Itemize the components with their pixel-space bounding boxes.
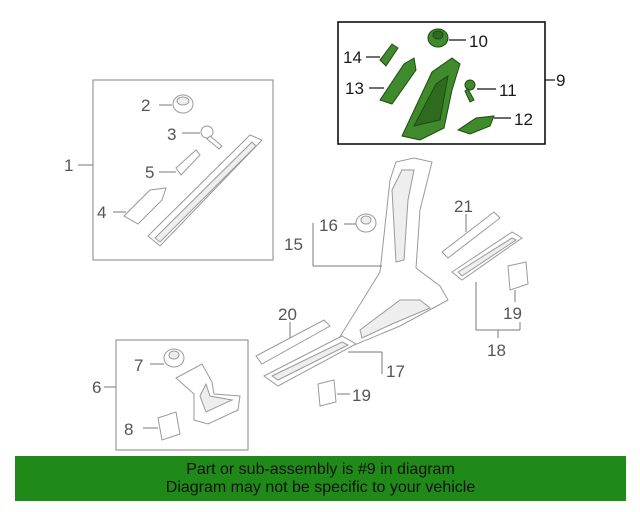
- callout-5: 5: [145, 163, 154, 182]
- part-5-clip: [159, 149, 201, 176]
- callout-11: 11: [499, 81, 517, 100]
- part-8-clip: [157, 411, 181, 441]
- info-banner: Part or sub-assembly is #9 in diagram Di…: [15, 456, 626, 501]
- callout-12: 12: [514, 110, 533, 129]
- callout-10: 10: [469, 32, 488, 51]
- callout-1: 1: [64, 156, 73, 175]
- callout-8: 8: [124, 420, 133, 439]
- group-box-9: 9 10 14 13 11: [337, 21, 565, 145]
- callout-14: 14: [343, 48, 362, 67]
- part-21-scuff-plate: [441, 211, 501, 259]
- group-box-6: 6 7 8: [92, 339, 249, 451]
- part-12-clip: [456, 115, 511, 135]
- callout-18: 18: [487, 341, 506, 360]
- callout-13: 13: [345, 79, 364, 98]
- callout-19b: 19: [352, 386, 371, 405]
- group-box-1: 1 2 3 5 4: [64, 79, 274, 261]
- callout-17: 17: [386, 362, 405, 381]
- part-19-clip-left: [317, 379, 337, 407]
- callout-20: 20: [278, 305, 297, 324]
- right-sill-group: 21 19 18: [441, 197, 529, 360]
- left-sill-group: 20 17 19: [255, 305, 405, 407]
- part-9-pillar-trim: [401, 57, 461, 141]
- banner-line-1: Part or sub-assembly is #9 in diagram: [186, 461, 455, 478]
- callout-3: 3: [167, 125, 176, 144]
- parts-diagram: 1 2 3 5 4: [64, 21, 565, 451]
- part-13-panel: [369, 57, 417, 105]
- part-4-bracket: [113, 187, 167, 225]
- part-19-clip-right: [507, 261, 529, 291]
- banner-line-2: Diagram may not be specific to your vehi…: [165, 479, 476, 496]
- part-10-grommet: [427, 28, 466, 48]
- callout-15: 15: [284, 235, 303, 254]
- callout-9: 9: [556, 71, 565, 90]
- b-pillar-assembly: 16 15: [284, 157, 449, 347]
- callout-21: 21: [454, 197, 473, 216]
- callout-16: 16: [319, 216, 338, 235]
- callout-6: 6: [92, 378, 101, 397]
- part-14-clip: [366, 43, 399, 67]
- part-11-screw: [464, 79, 496, 103]
- part-20-scuff-plate: [255, 319, 331, 365]
- callout-4: 4: [97, 203, 106, 222]
- part-3-screw: [182, 125, 223, 150]
- callout-19: 19: [503, 304, 522, 323]
- callout-2: 2: [141, 96, 150, 115]
- callout-7: 7: [134, 356, 143, 375]
- part-pillar-trim: [147, 134, 263, 247]
- part-2-grommet: [159, 94, 194, 114]
